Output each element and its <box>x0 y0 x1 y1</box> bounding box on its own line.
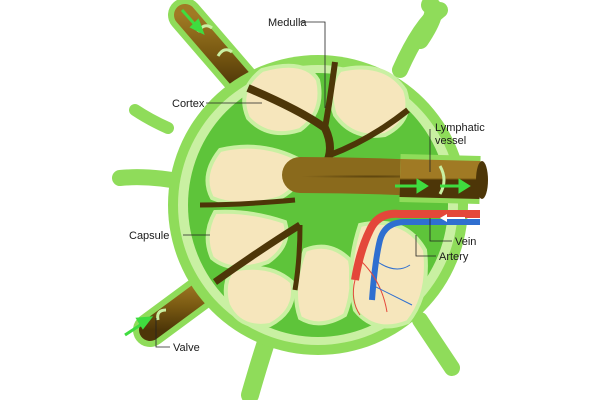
label-leaders <box>155 21 452 348</box>
label-capsule: Capsule <box>129 230 169 242</box>
flow-arrows <box>124 9 471 337</box>
label-cortex: Cortex <box>172 98 205 110</box>
labels: Medulla Cortex Lymphatic vessel Capsule … <box>129 17 485 354</box>
label-lymphatic-vessel-line1: Lymphatic <box>435 122 485 134</box>
efferent-lymphatic-vessel <box>399 154 488 204</box>
label-lymphatic-vessel-line2: vessel <box>435 135 466 147</box>
blood-vessels <box>351 209 480 316</box>
follicles <box>205 63 428 329</box>
label-valve: Valve <box>173 342 200 354</box>
label-medulla: Medulla <box>268 17 307 29</box>
label-artery: Artery <box>439 251 469 263</box>
label-vein: Vein <box>455 236 476 248</box>
